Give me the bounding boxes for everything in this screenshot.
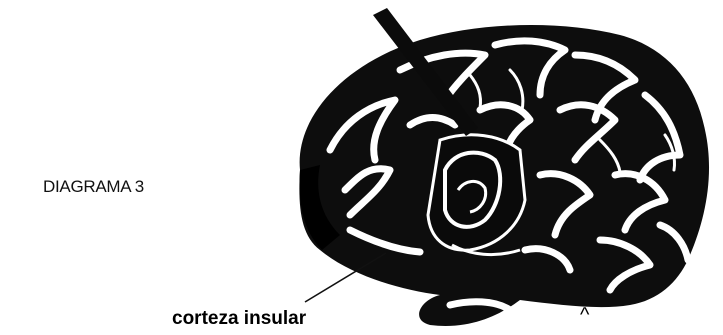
- insular-cortex-label: corteza insular: [172, 308, 306, 330]
- caret-mark: ^: [580, 304, 589, 327]
